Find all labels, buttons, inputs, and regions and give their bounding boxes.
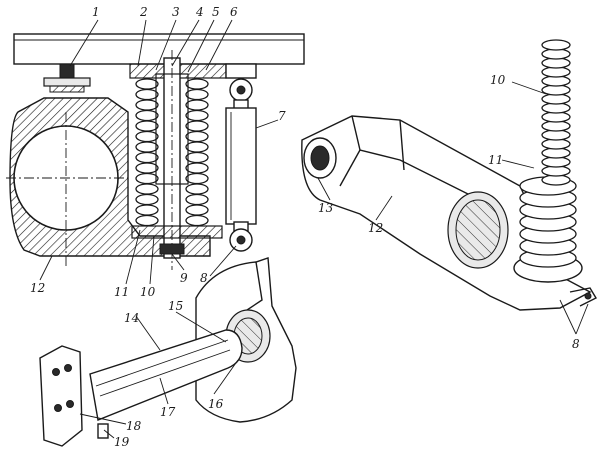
spring-coil [135, 204, 159, 216]
label-6: 6 [230, 5, 238, 19]
spring-coil [185, 78, 209, 90]
label-12-right: 12 [368, 221, 383, 235]
spring-coil [135, 78, 159, 90]
label-10-right: 10 [490, 73, 506, 87]
label-14: 14 [124, 311, 139, 325]
axle-shaft [89, 329, 243, 421]
label-4: 4 [195, 5, 204, 19]
flange-plate [39, 345, 83, 447]
spring-coil [135, 88, 159, 101]
balancer-assembly [301, 39, 597, 311]
frame-plate [13, 33, 305, 65]
inner-spring [541, 39, 571, 186]
bolt-1 [43, 63, 91, 93]
label-3: 3 [172, 5, 180, 19]
outer-spring [519, 176, 577, 268]
spring-coil [185, 151, 209, 164]
label-11-right: 11 [488, 153, 503, 167]
label-8-left: 8 [200, 271, 208, 285]
lower-spring-seat [131, 225, 223, 239]
label-2: 2 [139, 5, 148, 19]
label-15: 15 [168, 299, 183, 313]
spring-coil [135, 193, 159, 206]
spring-coil [135, 214, 159, 227]
label-8-right: 8 [572, 337, 580, 351]
spring-coil [135, 130, 159, 143]
label-13: 13 [318, 201, 334, 215]
label-11-left: 11 [114, 285, 129, 299]
callout-labels: 1 2 3 4 5 6 7 8 9 10 11 12 10 11 12 13 8… [30, 5, 580, 449]
spring-coil [135, 162, 159, 174]
nut-9 [159, 243, 185, 255]
label-7: 7 [278, 109, 286, 123]
spring-coil [541, 39, 571, 51]
spring-coil [135, 141, 159, 153]
spring-coil [185, 120, 209, 132]
spring-coil [185, 214, 209, 227]
label-5: 5 [212, 5, 220, 19]
spring-coil [185, 130, 209, 143]
pin-19 [97, 423, 109, 439]
spring-coil [185, 88, 209, 101]
rod-guide [155, 73, 189, 185]
section-view [6, 33, 305, 270]
spring-coil [185, 99, 209, 111]
spring-coil [185, 162, 209, 174]
spring-coil [135, 151, 159, 164]
label-12-left: 12 [30, 281, 45, 295]
axle-assembly [39, 257, 297, 447]
spring-coil [185, 204, 209, 216]
spring-coil [135, 183, 159, 195]
coil-springs [135, 78, 209, 227]
leader-lines [39, 19, 589, 439]
spring-coil [135, 172, 159, 185]
label-1: 1 [92, 5, 100, 19]
label-9: 9 [180, 271, 188, 285]
shock-absorber [225, 63, 257, 252]
label-19: 19 [114, 435, 130, 449]
label-16: 16 [208, 397, 224, 411]
label-18: 18 [126, 419, 142, 433]
spring-coil [135, 99, 159, 111]
spring-coil [185, 141, 209, 153]
spring-coil [185, 183, 209, 195]
spring-coil [135, 109, 159, 122]
spring-coil [185, 193, 209, 206]
label-10-left: 10 [140, 285, 156, 299]
spring-coil [185, 172, 209, 185]
spring-coil [135, 120, 159, 132]
spring-coil [185, 109, 209, 122]
label-17: 17 [160, 405, 176, 419]
